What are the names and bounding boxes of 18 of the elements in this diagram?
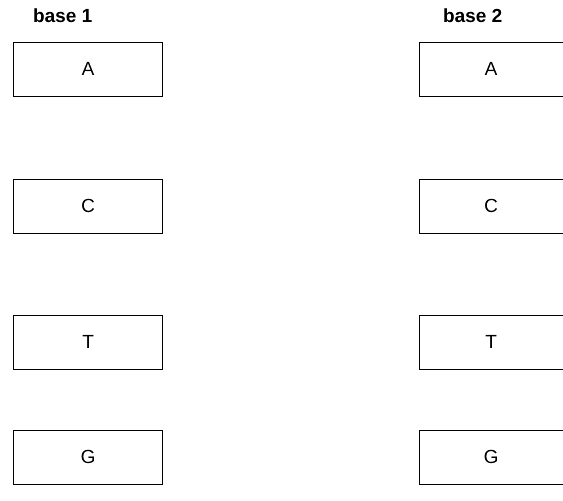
letter-box <box>13 179 163 234</box>
letter-box <box>419 315 563 370</box>
base-letter: C <box>484 196 498 218</box>
base-letter: T <box>82 332 94 354</box>
base-letter: A <box>484 58 498 80</box>
column-heading: base 1 <box>33 6 92 28</box>
letter-box <box>13 42 163 97</box>
base-letter: A <box>82 58 94 80</box>
base-letter: C <box>81 196 95 218</box>
letter-box <box>419 42 563 97</box>
base-letter: T <box>485 332 497 354</box>
base-letter: G <box>80 446 96 468</box>
base-letter: G <box>484 446 498 468</box>
letter-box <box>419 430 563 485</box>
letter-box <box>13 315 163 370</box>
letter-box <box>419 179 563 234</box>
column-heading: base 2 <box>443 6 502 28</box>
letter-box <box>13 430 163 485</box>
